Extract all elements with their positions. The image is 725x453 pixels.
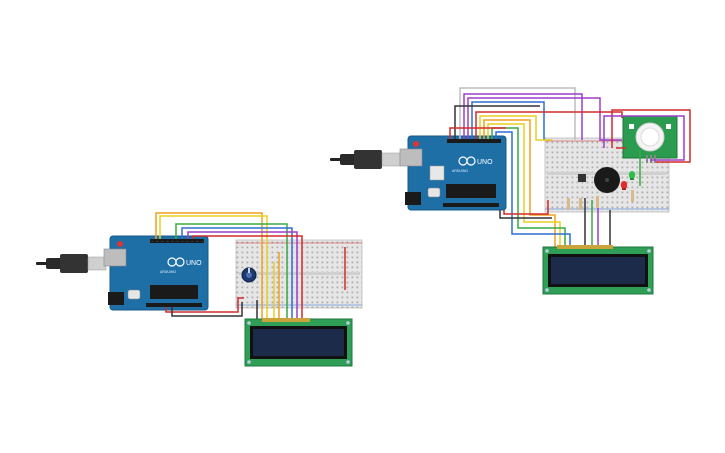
led-green[interactable] <box>628 171 636 180</box>
usb-cable[interactable] <box>36 254 107 273</box>
arduino-uno-board[interactable]: UNO ARDUINO <box>399 135 507 211</box>
lcd-display[interactable] <box>244 318 353 367</box>
board-model-label: UNO <box>186 260 202 267</box>
breadboard[interactable] <box>235 239 363 309</box>
led-red[interactable] <box>620 181 628 190</box>
usb-cable[interactable] <box>330 150 401 169</box>
atmega-chip <box>150 285 198 299</box>
potentiometer[interactable] <box>241 267 257 283</box>
lcd-display[interactable] <box>542 245 654 295</box>
board-model-label: UNO <box>477 159 493 166</box>
piezo-buzzer[interactable] <box>594 167 620 193</box>
wires-left <box>155 212 346 320</box>
digital-header[interactable] <box>447 139 501 143</box>
circuit-left: UNO ARDUINO <box>36 212 363 367</box>
arduino-uno-board[interactable]: UNO ARDUINO <box>103 235 209 311</box>
resistors[interactable] <box>567 190 634 210</box>
power-analog-header[interactable] <box>146 303 202 307</box>
power-analog-header[interactable] <box>443 203 499 207</box>
push-button[interactable] <box>578 174 586 182</box>
board-brand-label: ARDUINO <box>160 270 176 274</box>
wires-right <box>449 87 691 248</box>
pir-sensor[interactable] <box>622 115 678 163</box>
atmega-chip <box>446 184 496 198</box>
board-brand-label: ARDUINO <box>452 169 468 173</box>
circuit-right: UNO ARDUINO <box>330 87 691 295</box>
